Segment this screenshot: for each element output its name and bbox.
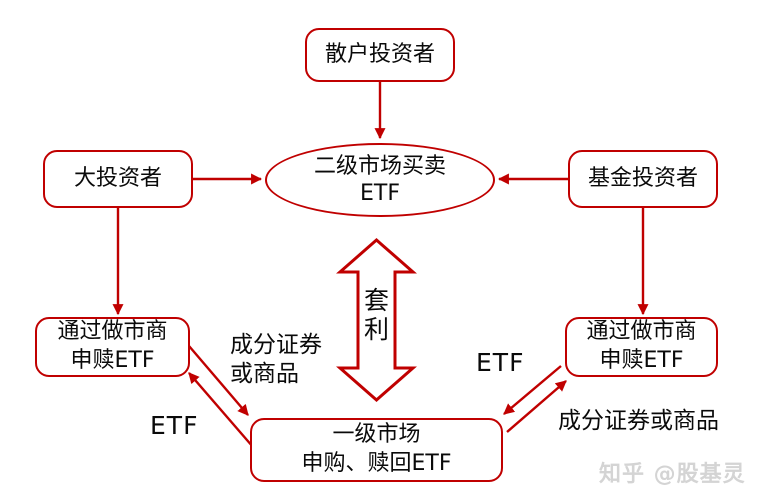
arrow-mm-left-to-primary-icon xyxy=(188,345,249,416)
node-fund-investor: 基金投资者 xyxy=(568,150,718,208)
node-retail-investor: 散户投资者 xyxy=(305,28,455,82)
arrow-primary-to-mm-right-icon xyxy=(506,380,567,433)
zhihu-watermark: 知乎 @股基灵 xyxy=(599,462,746,487)
node-primary-market: 一级市场 申购、赎回ETF xyxy=(250,418,503,482)
label-components-right: 成分证券或商品 xyxy=(558,408,719,434)
arbitrage-double-arrow-icon xyxy=(336,238,417,402)
node-large-investor: 大投资者 xyxy=(43,150,193,208)
label-components-left: 成分证券 或商品 xyxy=(230,332,322,387)
label-etf-left: ETF xyxy=(150,411,199,440)
node-market-maker-left: 通过做市商 申赎ETF xyxy=(35,317,190,377)
node-market-maker-right: 通过做市商 申赎ETF xyxy=(565,317,718,377)
node-secondary-market: 二级市场买卖 ETF xyxy=(265,143,495,217)
arrow-mm-right-to-primary-icon xyxy=(503,365,562,415)
arrow-primary-to-mm-left-icon xyxy=(188,372,254,448)
label-etf-right: ETF xyxy=(476,348,525,377)
label-arbitrage: 套 利 xyxy=(363,286,389,344)
